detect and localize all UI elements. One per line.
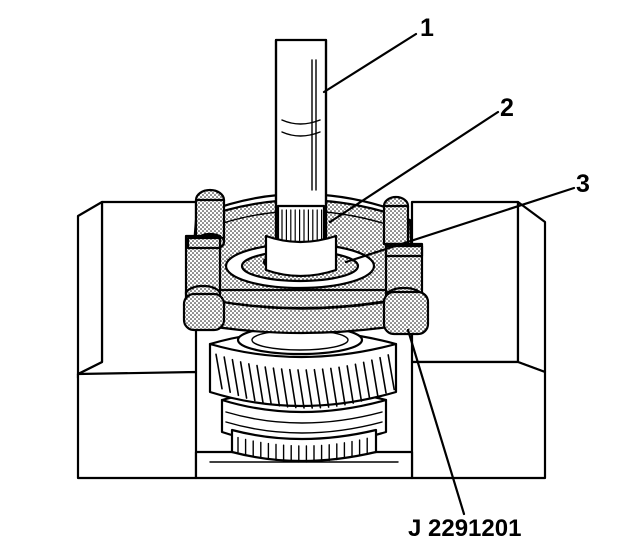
- gear-tooth-line: [321, 368, 330, 408]
- leader-3: [344, 186, 576, 264]
- gear-tooth-line: [256, 364, 264, 404]
- leader-1: [322, 32, 418, 94]
- gear-tooth-line: [223, 356, 231, 394]
- gear-tooth-line: [313, 368, 322, 409]
- callout-2: 2: [500, 94, 514, 122]
- gear-tooth-line: [215, 353, 223, 390]
- leader-tool: [406, 328, 466, 516]
- tool-number-label: J 2291201: [408, 515, 521, 542]
- gear-stack: [208, 324, 398, 463]
- leader-lines: [322, 32, 576, 516]
- gear-tooth-line: [288, 368, 297, 409]
- gear-tooth-line: [370, 359, 379, 397]
- gear-tooth-line: [297, 369, 305, 409]
- gear-tooth-line: [264, 366, 273, 406]
- gear-tooth-line: [387, 354, 396, 391]
- callout-1: 1: [420, 14, 434, 42]
- gear-tooth-line: [354, 363, 363, 402]
- support-blocks: [76, 200, 547, 480]
- gear-tooth-line: [280, 368, 289, 408]
- gear-tooth-line: [305, 369, 314, 409]
- gear-tooth-line: [338, 366, 346, 406]
- gear-tooth-line: [329, 367, 338, 407]
- callout-3: 3: [576, 170, 590, 198]
- gear-tooth-line: [362, 361, 371, 400]
- gear-tooth-line: [272, 367, 281, 407]
- gear-tooth-line: [239, 361, 248, 399]
- gear-tooth-line: [346, 365, 355, 404]
- gear-tooth-line: [248, 363, 256, 402]
- gear-tooth-line: [231, 358, 240, 397]
- press-shaft: [264, 38, 338, 278]
- leader-2: [328, 110, 500, 224]
- gear-tooth-line: [379, 356, 387, 394]
